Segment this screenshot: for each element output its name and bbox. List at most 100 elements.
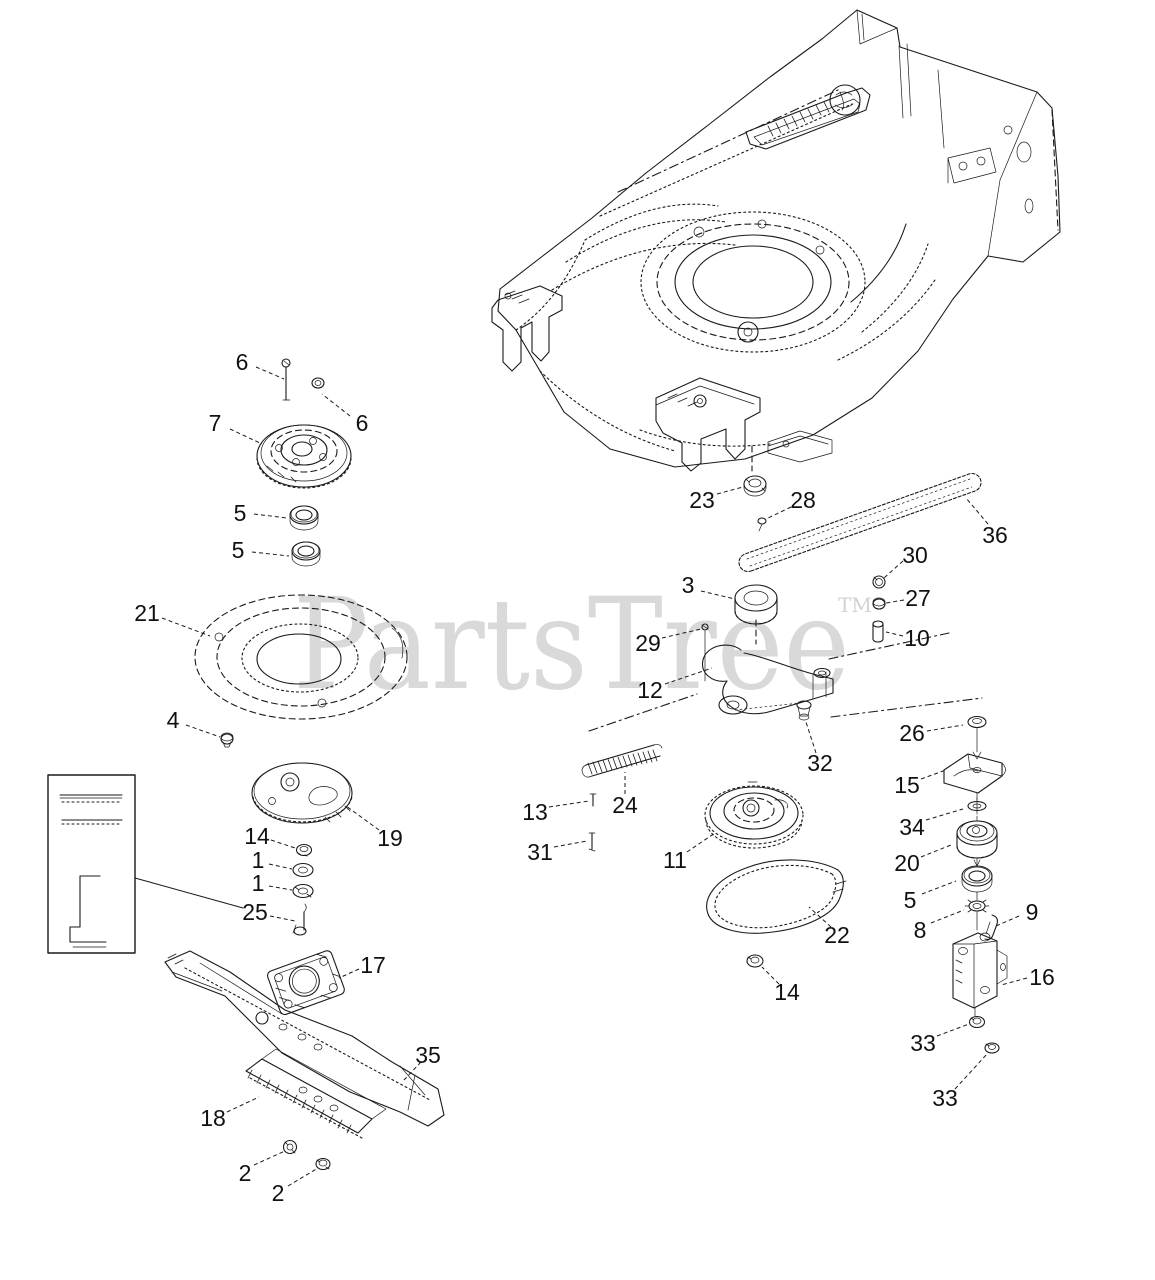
part-belt-22 <box>706 551 914 934</box>
part-bracket-16 <box>952 911 1008 1017</box>
part-idler-arm-12 <box>702 644 834 715</box>
watermark-tm: TM <box>838 593 872 617</box>
callout-31-39: 31 <box>527 839 553 865</box>
callout-32-26: 32 <box>807 750 833 776</box>
callout-18-14: 18 <box>200 1105 226 1131</box>
leader-line-36-19 <box>965 497 989 525</box>
callout-20-30: 20 <box>894 850 920 876</box>
callout-13-38: 13 <box>522 799 548 825</box>
part-blade-adapter-17 <box>266 950 345 1016</box>
part-cover-21 <box>194 594 408 720</box>
leader-line-15-28 <box>920 769 947 780</box>
part-screw-28 <box>757 517 767 532</box>
part-pin-25 <box>292 903 307 936</box>
callout-22-41: 22 <box>824 922 850 948</box>
part-bolt-2-left <box>282 1139 298 1155</box>
part-nut-33-lower <box>984 1042 1000 1054</box>
callout-14-42: 14 <box>774 979 800 1005</box>
callout-7-2: 7 <box>209 410 222 436</box>
callout-16-34: 16 <box>1029 964 1055 990</box>
part-washer-23 <box>743 475 767 497</box>
part-washer-1-lower <box>292 883 314 899</box>
part-pulley-19 <box>251 762 353 824</box>
callout-1-10: 1 <box>252 870 265 896</box>
callout-33-36: 33 <box>932 1085 958 1111</box>
line-art-layer <box>47 9 1061 1171</box>
leader-line-27-22 <box>885 599 905 604</box>
part-bearing-5-upper <box>289 505 319 531</box>
leader-line-21-5 <box>161 617 211 637</box>
part-nut-33-upper <box>968 1015 986 1029</box>
part-pulley-20 <box>956 815 998 859</box>
part-deck-housing <box>491 9 1061 472</box>
callout-23-17: 23 <box>689 487 715 513</box>
callout-30-20: 30 <box>902 542 928 568</box>
leader-line-2-16 <box>287 1167 319 1187</box>
callout-6-0: 6 <box>236 349 249 375</box>
leader-line-2-15 <box>253 1150 286 1166</box>
leader-line-33-36 <box>954 1053 988 1090</box>
part-clip-9 <box>979 914 998 942</box>
part-pin-13 <box>589 793 597 807</box>
construction-line-left <box>588 693 698 732</box>
leader-line-30-20 <box>883 560 904 579</box>
part-bolt-6 <box>281 358 291 401</box>
callout-1-9: 1 <box>252 847 265 873</box>
part-button-32 <box>796 700 812 721</box>
callout-27-22: 27 <box>905 585 931 611</box>
leader-line-11-40 <box>686 832 716 853</box>
leader-line-23-17 <box>716 486 744 495</box>
callout-24-37: 24 <box>612 792 638 818</box>
callout-12-25: 12 <box>637 677 663 703</box>
leader-line-5-3 <box>253 513 288 519</box>
callout-5-31: 5 <box>904 887 917 913</box>
part-pulley-7 <box>256 424 352 489</box>
leader-line-31-39 <box>553 840 588 848</box>
watermark-text: PartsTree <box>293 571 850 718</box>
callout-25-11: 25 <box>242 899 268 925</box>
callout-2-16: 2 <box>272 1180 285 1206</box>
callout-5-3: 5 <box>234 500 247 526</box>
leader-line-9-33 <box>995 915 1020 927</box>
part-nut-30 <box>872 575 886 589</box>
leader-line-33-35 <box>936 1023 970 1037</box>
part-belt-36 <box>738 472 982 573</box>
part-washer-34 <box>967 797 987 815</box>
leader-line-10-23 <box>885 631 904 637</box>
part-spacer-10 <box>872 620 884 643</box>
leader-line-1-10 <box>268 885 293 891</box>
leader-line-6-0 <box>255 366 285 380</box>
part-pin-31 <box>588 832 596 852</box>
callout-36-19: 36 <box>982 522 1008 548</box>
leader-line-7-2 <box>229 428 263 445</box>
construction-line-upper-right <box>828 632 950 660</box>
callout-2-15: 2 <box>239 1160 252 1186</box>
leader-line-20-30 <box>920 844 952 858</box>
leader-line-8-32 <box>930 909 965 924</box>
reference-box <box>47 774 244 954</box>
leader-line-5-31 <box>921 880 957 895</box>
part-bearing-5-lower <box>291 541 321 567</box>
callout-8-32: 8 <box>914 917 927 943</box>
callout-28-18: 28 <box>790 487 816 513</box>
construction-line-lower-right <box>830 697 983 718</box>
part-washer-26 <box>967 715 987 760</box>
part-nut-6 <box>311 377 325 389</box>
part-spring-24 <box>581 744 663 778</box>
part-washer-8 <box>964 891 990 913</box>
callout-9-33: 9 <box>1026 899 1039 925</box>
leader-line-34-29 <box>925 808 964 821</box>
leader-line-1-9 <box>268 863 293 870</box>
part-nut-2-right <box>315 1157 331 1171</box>
leader-line-22-41 <box>808 906 832 928</box>
callout-4-6: 4 <box>167 707 180 733</box>
callout-15-28: 15 <box>894 772 920 798</box>
callout-11-40: 11 <box>663 847 687 873</box>
leader-line-18-14 <box>226 1096 260 1113</box>
callout-26-27: 26 <box>899 720 925 746</box>
leader-line-13-38 <box>548 800 590 808</box>
leader-line-26-27 <box>926 724 964 732</box>
